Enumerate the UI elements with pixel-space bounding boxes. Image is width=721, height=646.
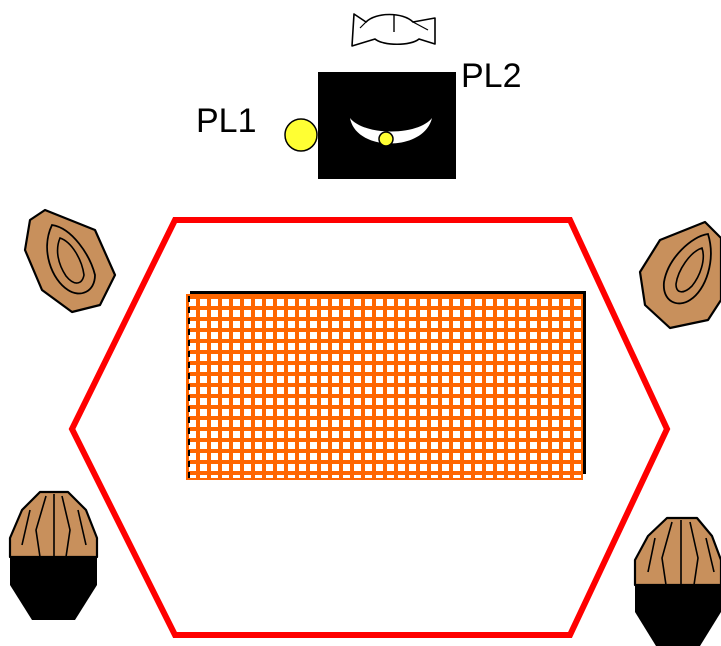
label-pl2: PL2 bbox=[461, 57, 522, 95]
red-hexagon bbox=[68, 217, 671, 638]
device-box bbox=[318, 72, 456, 179]
brown-black-nut-icon-bottom-left bbox=[8, 490, 99, 620]
pl1-point bbox=[284, 118, 318, 152]
crescent-icon bbox=[350, 118, 432, 144]
rotate-arrows-icon bbox=[351, 13, 436, 47]
brown-nut-icon-top-left bbox=[23, 208, 117, 314]
label-pl1: PL1 bbox=[196, 102, 257, 140]
brown-nut-icon-top-right bbox=[638, 220, 721, 330]
brown-black-nut-icon-bottom-right bbox=[633, 516, 721, 646]
inner-point bbox=[378, 131, 394, 147]
orange-grid-net-icon bbox=[186, 291, 586, 480]
